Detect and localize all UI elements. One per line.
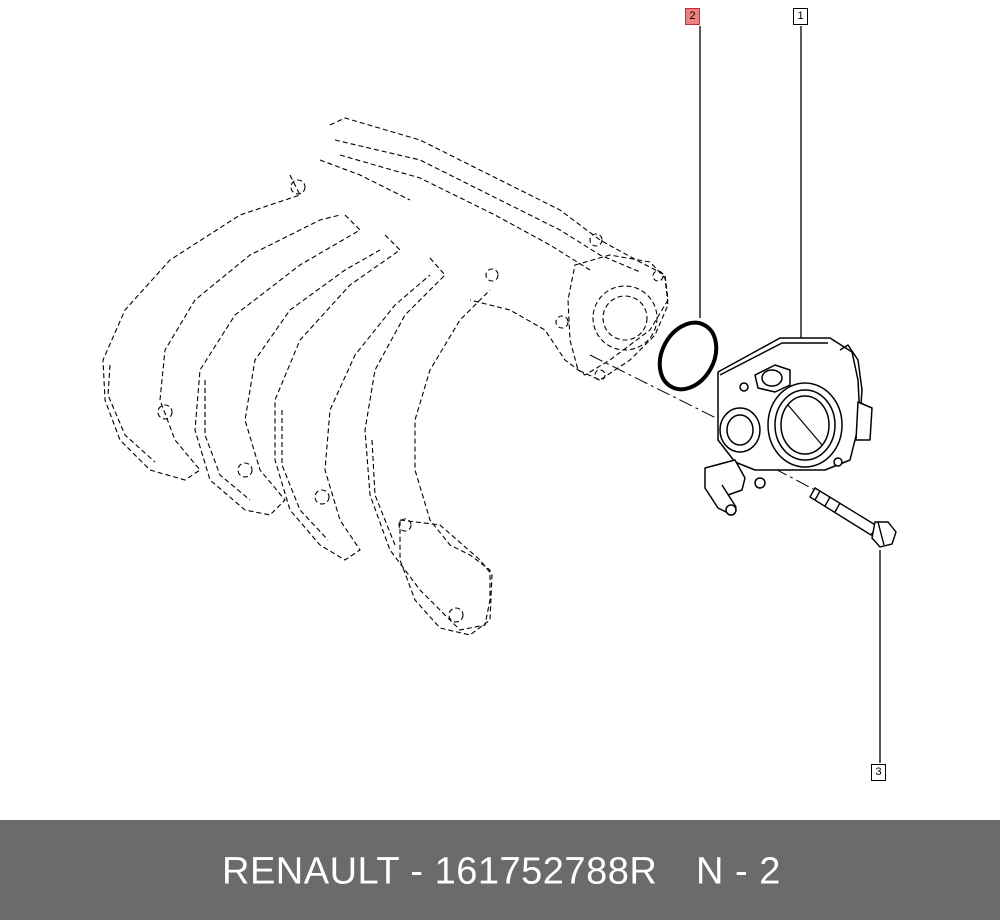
o-ring-seal [657, 320, 719, 392]
throttle-body [704, 337, 873, 516]
footer-bar: RENAULT - 161752788R N - 2 [0, 820, 1000, 920]
callout-part-3: 3 [871, 764, 886, 781]
exploded-parts-diagram [102, 26, 897, 763]
callout-part-2: 2 [685, 8, 700, 25]
callout-leader-lines [699, 26, 881, 763]
brand-part-number: RENAULT - 161752788R [222, 850, 658, 893]
bolt-axis-line [729, 444, 816, 491]
bolt [809, 487, 897, 548]
callout-part-1: 1 [793, 8, 808, 25]
intake-manifold [102, 117, 669, 636]
diagram-position: N - 2 [696, 850, 781, 893]
